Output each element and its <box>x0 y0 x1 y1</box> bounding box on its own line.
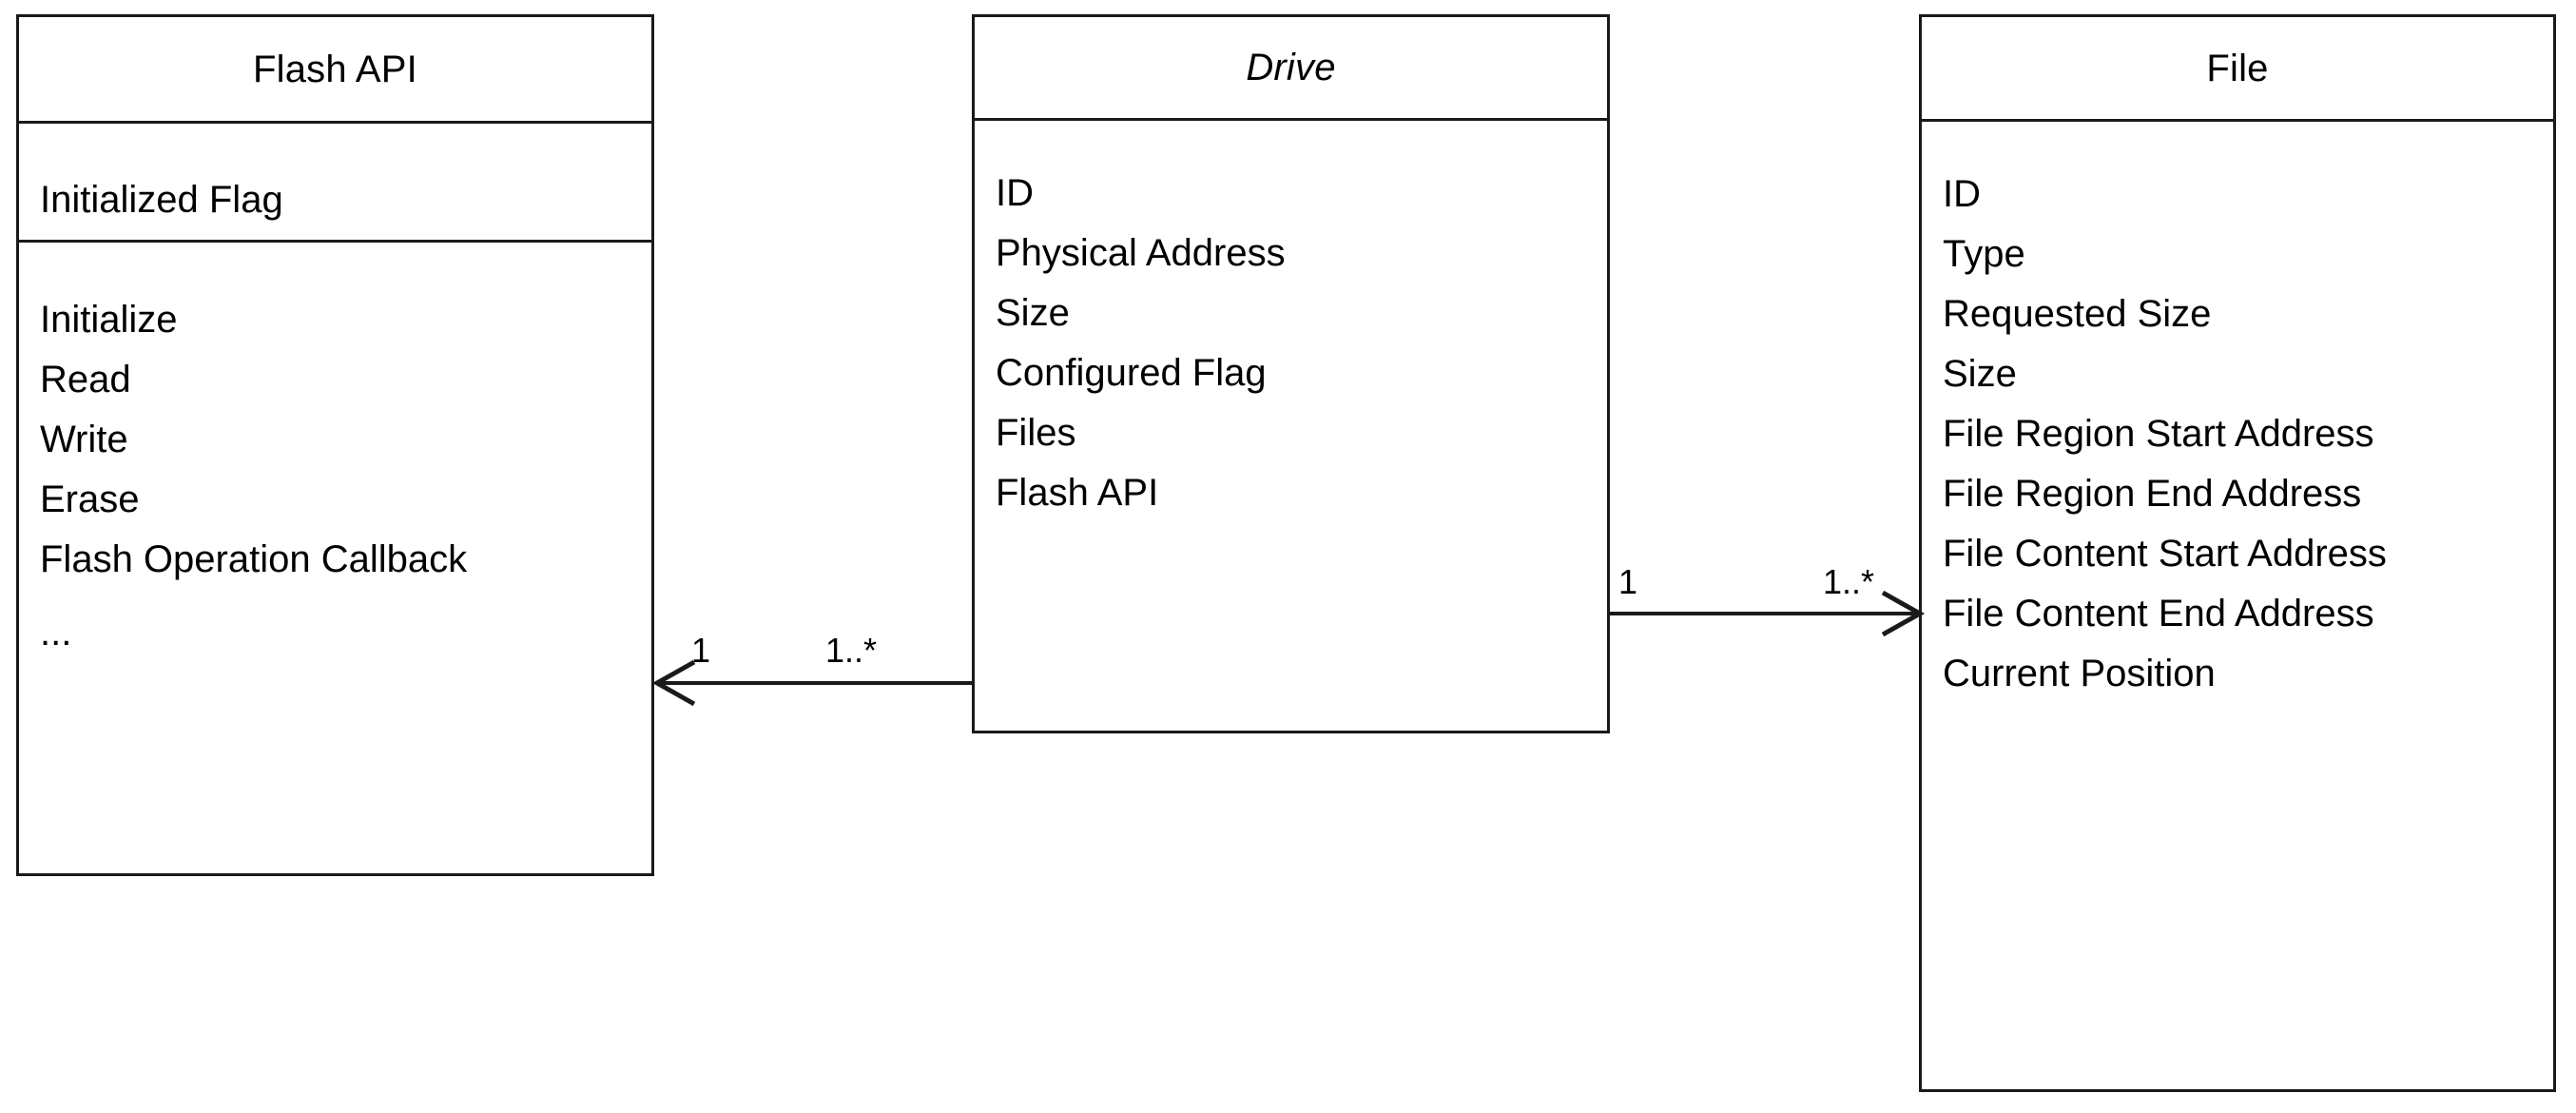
class-operation: Read <box>40 359 131 400</box>
class-title-band-drive: Drive <box>975 17 1607 121</box>
class-attribute: ID <box>996 172 1034 214</box>
class-operation: Write <box>40 419 128 460</box>
class-box-drive[interactable]: Drive ID Physical Address Size Configure… <box>972 14 1610 733</box>
multiplicity-label-target-flash-api: 1 <box>691 631 711 670</box>
class-attribute: Physical Address <box>996 232 1286 274</box>
class-title-band-flash-api: Flash API <box>19 17 651 124</box>
class-attribute: Type <box>1943 233 2025 275</box>
multiplicity-label-target-file: 1..* <box>1823 562 1875 601</box>
class-attribute: Current Position <box>1943 653 2216 694</box>
association-drive-to-file[interactable] <box>1607 588 1930 645</box>
class-attribute: File Content Start Address <box>1943 533 2387 575</box>
class-operation: ... <box>40 612 72 654</box>
association-line-left-arrow <box>651 659 974 707</box>
class-operation: Flash Operation Callback <box>40 538 468 580</box>
class-attribute: File Region Start Address <box>1943 413 2374 455</box>
class-operation: Erase <box>40 478 140 520</box>
multiplicity-label-source-drive-file: 1 <box>1618 562 1638 601</box>
class-attribute: Requested Size <box>1943 293 2212 335</box>
class-title-file: File <box>2206 47 2269 89</box>
attributes-compartment-drive: ID Physical Address Size Configured Flag… <box>975 121 1607 731</box>
attributes-compartment-file: ID Type Requested Size Size File Region … <box>1922 122 2553 1089</box>
class-attribute: Files <box>996 412 1076 454</box>
class-attribute: Flash API <box>996 472 1159 514</box>
class-attribute: Size <box>996 292 1070 334</box>
class-title-drive: Drive <box>1246 47 1336 88</box>
class-attribute: File Region End Address <box>1943 473 2362 515</box>
class-attribute: ID <box>1943 173 1981 215</box>
class-title-band-file: File <box>1922 17 2553 122</box>
association-line-right-arrow <box>1610 590 1926 637</box>
class-attribute: File Content End Address <box>1943 593 2374 635</box>
class-attribute: Initialized Flag <box>40 179 283 221</box>
class-attribute: Configured Flag <box>996 352 1267 394</box>
class-box-flash-api[interactable]: Flash API Initialized Flag Initialize Re… <box>16 14 654 876</box>
class-title-flash-api: Flash API <box>253 48 417 90</box>
attributes-compartment-flash-api: Initialized Flag <box>19 124 651 243</box>
class-box-file[interactable]: File ID Type Requested Size Size File Re… <box>1919 14 2556 1092</box>
multiplicity-label-source-drive: 1..* <box>825 631 878 670</box>
class-attribute: Size <box>1943 353 2017 395</box>
class-operation: Initialize <box>40 299 178 341</box>
operations-compartment-flash-api: Initialize Read Write Erase Flash Operat… <box>19 243 651 873</box>
association-drive-to-flash-api[interactable] <box>647 656 979 713</box>
